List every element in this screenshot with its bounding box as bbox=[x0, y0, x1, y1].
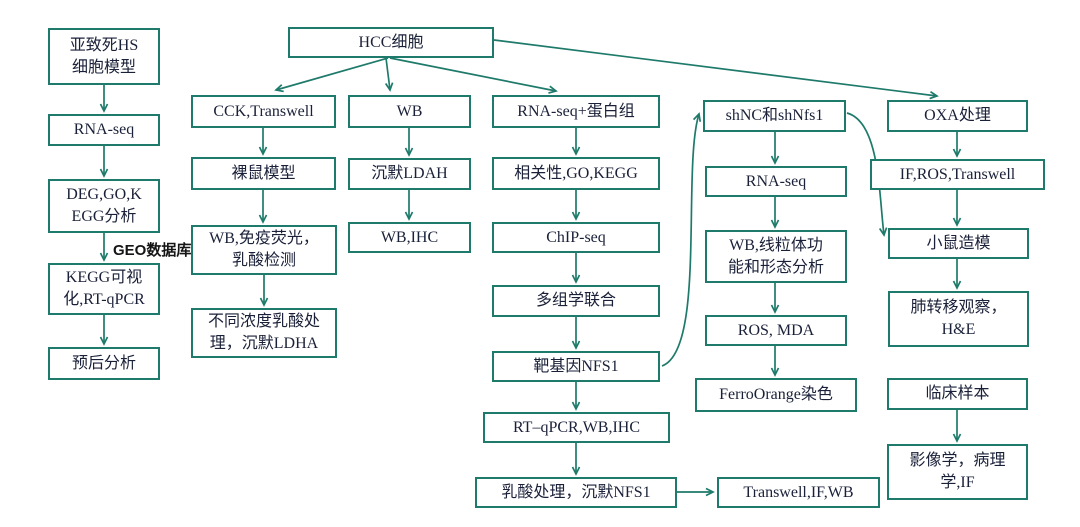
node-sublethal-hs-model: 亚致死HS 细胞模型 bbox=[48, 28, 160, 85]
node-prognosis: 预后分析 bbox=[48, 347, 160, 380]
node-cck-transwell: CCK,Transwell bbox=[191, 95, 336, 128]
arrow-hcc-to-wb bbox=[384, 57, 394, 92]
arrow-hcc-to-oxa bbox=[493, 39, 939, 100]
node-mouse-modeling: 小鼠造模 bbox=[888, 228, 1029, 259]
node-shnc-shnfs1: shNC和shNfs1 bbox=[703, 100, 846, 132]
node-deg-go-kegg: DEG,GO,K EGG分析 bbox=[48, 179, 160, 233]
node-ros-mda: ROS, MDA bbox=[705, 315, 847, 346]
node-clinical-samples: 临床样本 bbox=[887, 378, 1028, 410]
node-wb-if-lactate: WB,免疫荧光， 乳酸检测 bbox=[191, 225, 337, 275]
node-rtqpcr-wb-ihc: RT–qPCR,WB,IHC bbox=[483, 412, 670, 443]
node-lactate-silence-nfs1: 乳酸处理，沉默NFS1 bbox=[475, 477, 677, 508]
node-lung-metastasis: 肺转移观察， H&E bbox=[888, 291, 1029, 347]
node-if-ros-transwell: IF,ROS,Transwell bbox=[870, 159, 1045, 190]
node-kegg-vis-rtqpcr: KEGG可视 化,RT-qPCR bbox=[48, 263, 160, 315]
node-wb: WB bbox=[348, 95, 471, 128]
node-multi-omics: 多组学联合 bbox=[492, 285, 660, 317]
node-ferroorange: FerroOrange染色 bbox=[695, 378, 857, 412]
arrow-hcc-to-cck bbox=[274, 57, 389, 93]
arrow-hcc-to-rnaseqproteome bbox=[389, 57, 558, 94]
node-rnaseq-right: RNA-seq bbox=[705, 166, 847, 197]
node-correlation-go-kegg: 相关性,GO,KEGG bbox=[492, 157, 660, 190]
edge-label-geo-database: GEO数据库 bbox=[113, 242, 192, 259]
arrow-nfs1-to-shnc bbox=[661, 112, 702, 367]
node-target-gene-nfs1: 靶基因NFS1 bbox=[492, 351, 660, 382]
node-silence-ldah: 沉默LDAH bbox=[348, 158, 471, 190]
node-rnaseq-left: RNA-seq bbox=[48, 114, 160, 146]
node-nude-mouse-model: 裸鼠模型 bbox=[191, 157, 336, 190]
node-rnaseq-proteome: RNA-seq+蛋白组 bbox=[492, 95, 660, 128]
node-lactate-silence-ldha: 不同浓度乳酸处 理，沉默LDHA bbox=[191, 308, 337, 358]
node-wb-ihc: WB,IHC bbox=[348, 222, 471, 253]
node-chip-seq: ChIP-seq bbox=[492, 222, 660, 253]
node-hcc-cell: HCC细胞 bbox=[288, 27, 494, 58]
node-oxa-treatment: OXA处理 bbox=[887, 100, 1028, 132]
node-imaging-pathology-if: 影像学，病理 学,IF bbox=[887, 444, 1028, 500]
node-transwell-if-wb: Transwell,IF,WB bbox=[717, 477, 880, 508]
node-wb-mito-analysis: WB,线粒体功 能和形态分析 bbox=[705, 230, 847, 283]
